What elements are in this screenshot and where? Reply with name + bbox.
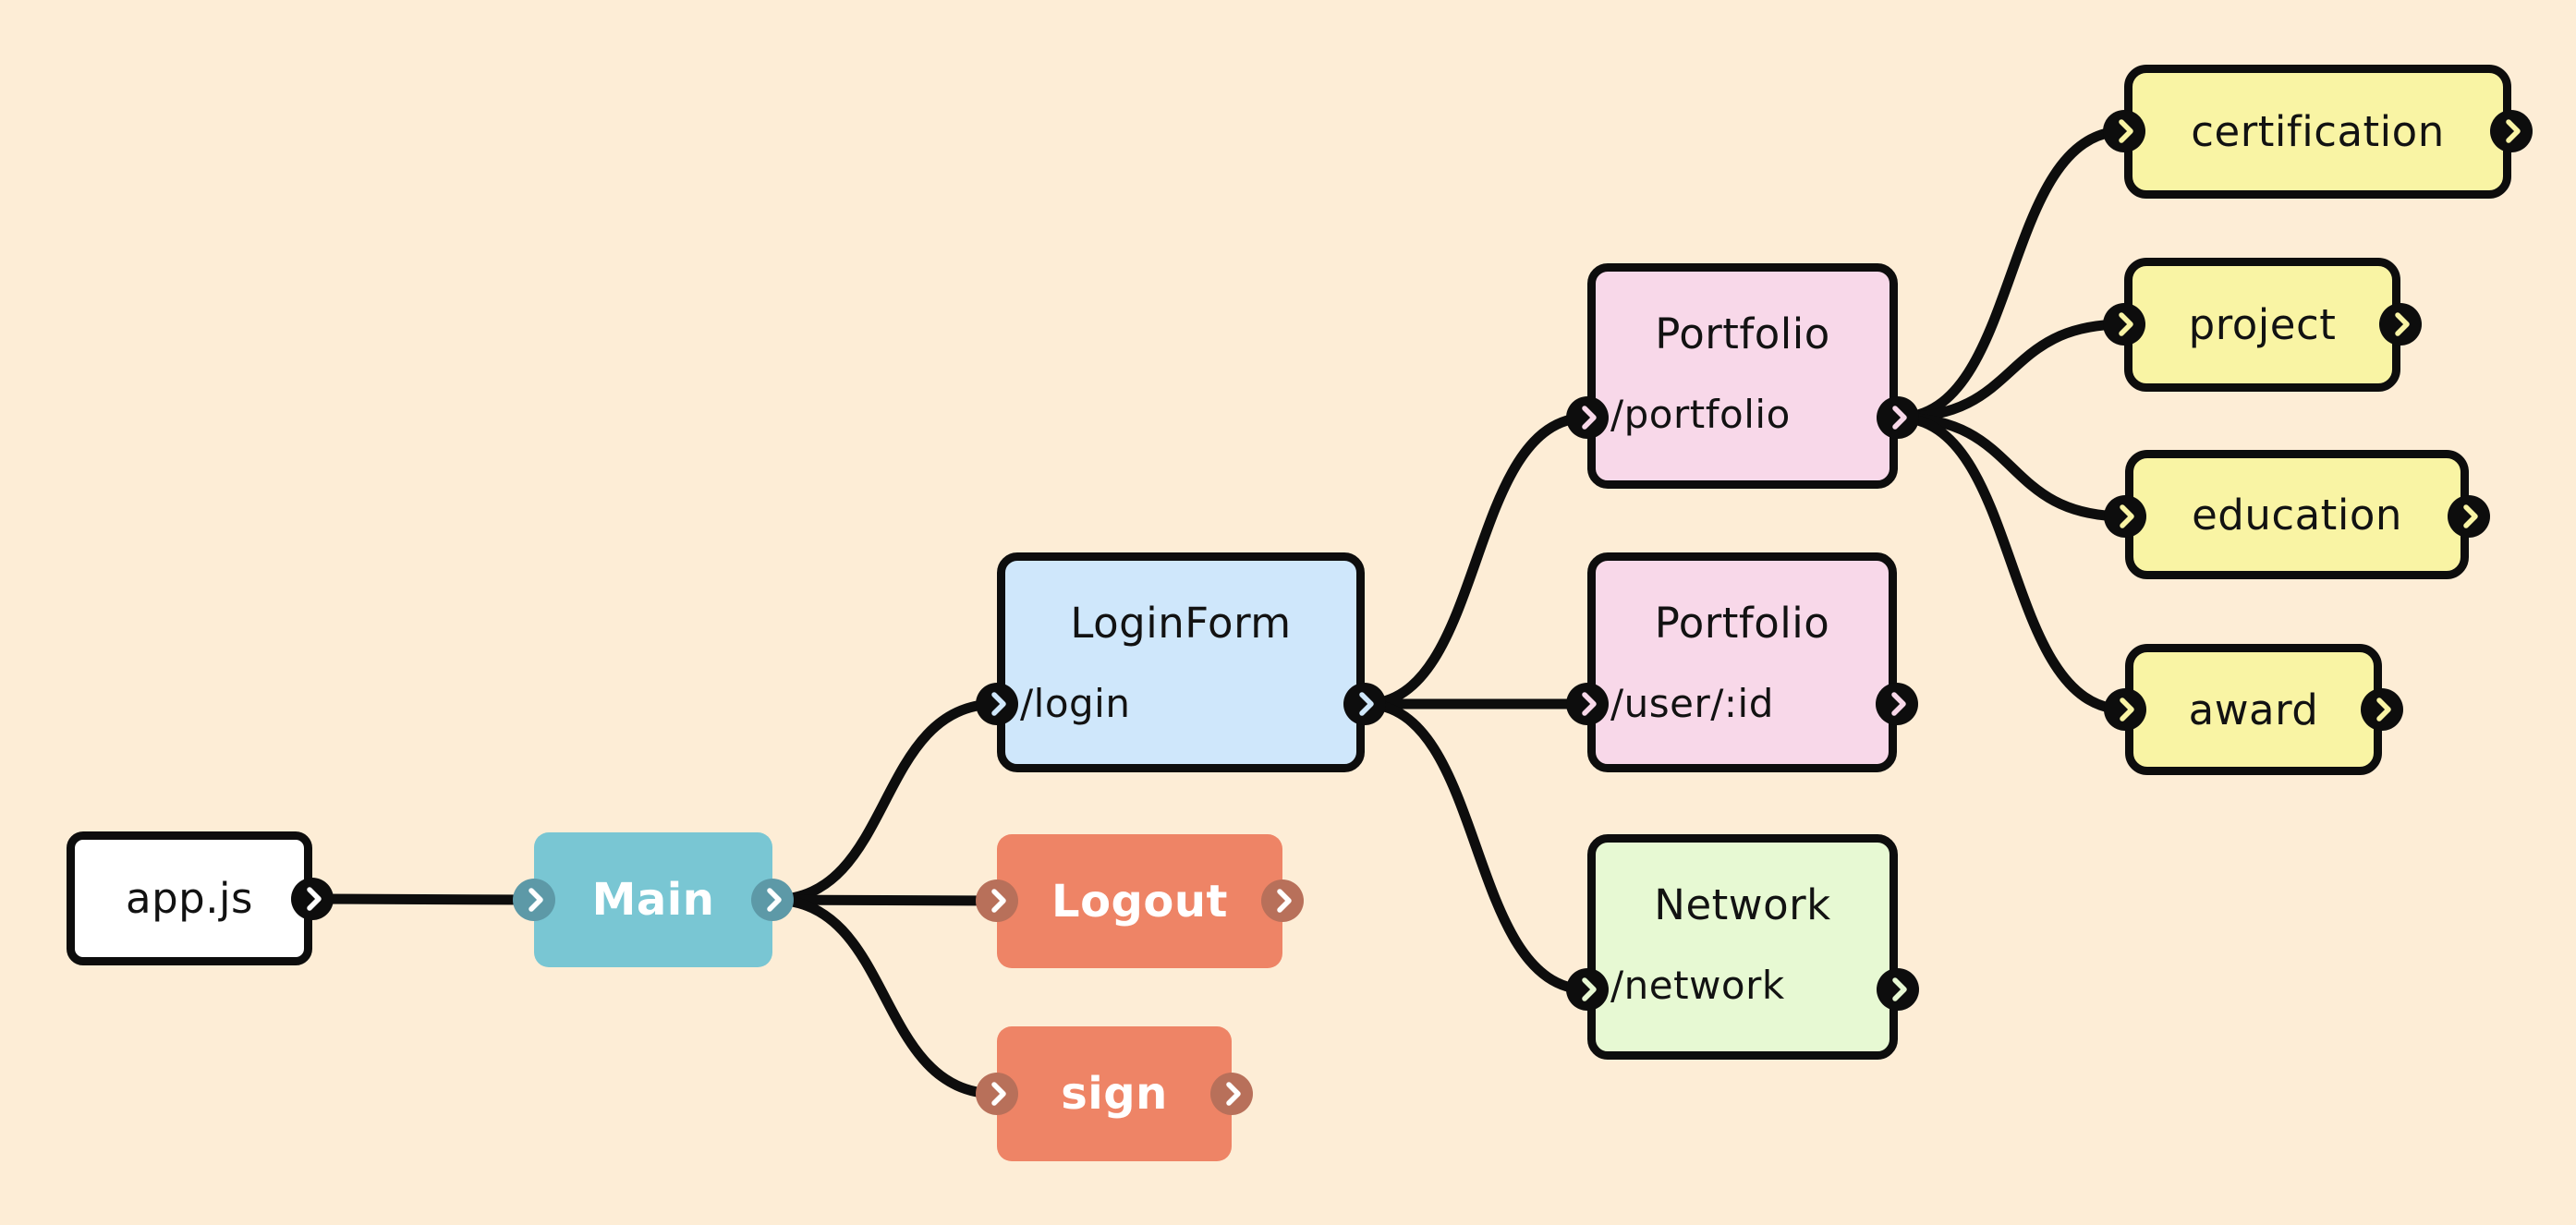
node-label: education bbox=[2192, 490, 2402, 540]
node-network[interactable]: Network /network bbox=[1566, 834, 1919, 1060]
node-output-handle[interactable] bbox=[2379, 303, 2422, 346]
chevron-right-icon bbox=[2120, 697, 2134, 722]
chevron-right-icon bbox=[2119, 312, 2133, 336]
node-route: /user/:id bbox=[1610, 681, 1774, 726]
node-label: project bbox=[2188, 300, 2337, 349]
node-route: /network bbox=[1610, 963, 1785, 1008]
node-label: app.js bbox=[126, 874, 253, 923]
node-app-js[interactable]: app.js bbox=[67, 831, 334, 965]
edge-portfolio-project[interactable] bbox=[1892, 319, 2130, 423]
chevron-right-icon bbox=[1359, 692, 1374, 716]
chevron-right-icon bbox=[991, 692, 1006, 716]
node-output-handle[interactable] bbox=[1210, 1073, 1253, 1115]
chevron-right-icon bbox=[1277, 889, 1292, 913]
edge-main-logout[interactable] bbox=[767, 894, 1002, 906]
node-output-handle[interactable] bbox=[1261, 879, 1304, 922]
node-title: Portfolio bbox=[1654, 599, 1830, 648]
chevron-right-icon bbox=[1226, 1082, 1241, 1106]
chevron-right-icon bbox=[1582, 692, 1597, 716]
node-certification[interactable]: certification bbox=[2103, 65, 2533, 199]
node-label: sign bbox=[1061, 1068, 1168, 1120]
chevron-right-icon bbox=[2463, 504, 2478, 528]
node-logout[interactable]: Logout bbox=[976, 834, 1304, 968]
node-portfolio-user[interactable]: Portfolio /user/:id bbox=[1566, 552, 1918, 772]
node-title: LoginForm bbox=[1070, 599, 1292, 648]
node-input-handle[interactable] bbox=[2104, 688, 2146, 731]
node-education[interactable]: education bbox=[2104, 450, 2490, 579]
node-output-handle[interactable] bbox=[2448, 495, 2490, 538]
node-sign[interactable]: sign bbox=[976, 1026, 1253, 1161]
edge-main-sign[interactable] bbox=[767, 894, 1002, 1099]
chevron-right-icon bbox=[1892, 977, 1907, 1001]
node-label: award bbox=[2188, 685, 2319, 734]
chevron-right-icon bbox=[2119, 119, 2133, 143]
node-output-handle[interactable] bbox=[2361, 688, 2403, 731]
edge-login-form-portfolio[interactable] bbox=[1359, 412, 1593, 710]
node-input-handle[interactable] bbox=[976, 879, 1018, 922]
node-input-handle[interactable] bbox=[2104, 495, 2146, 538]
node-input-handle[interactable] bbox=[1566, 683, 1609, 725]
node-output-handle[interactable] bbox=[291, 878, 334, 920]
chevron-right-icon bbox=[2395, 312, 2410, 336]
chevron-right-icon bbox=[991, 1082, 1006, 1106]
chevron-right-icon bbox=[529, 888, 543, 912]
edge-portfolio-certification[interactable] bbox=[1892, 126, 2130, 423]
edge-portfolio-education[interactable] bbox=[1892, 412, 2131, 522]
node-route: /portfolio bbox=[1610, 392, 1791, 437]
chevron-right-icon bbox=[307, 887, 322, 911]
node-output-handle[interactable] bbox=[1877, 968, 1919, 1011]
node-label: Logout bbox=[1051, 875, 1228, 928]
edge-main-login-form[interactable] bbox=[767, 698, 1002, 905]
node-label: Main bbox=[591, 874, 715, 926]
edge-app-js-main[interactable] bbox=[307, 893, 540, 905]
node-portfolio[interactable]: Portfolio /portfolio bbox=[1566, 263, 1919, 489]
node-route: /login bbox=[1020, 681, 1131, 726]
chevron-right-icon bbox=[991, 889, 1006, 913]
node-title: Network bbox=[1654, 880, 1831, 929]
chevron-right-icon bbox=[1891, 692, 1906, 716]
node-input-handle[interactable] bbox=[976, 683, 1018, 725]
chevron-right-icon bbox=[767, 888, 782, 912]
chevron-right-icon bbox=[1892, 406, 1907, 430]
edge-login-form-network[interactable] bbox=[1359, 698, 1593, 995]
chevron-right-icon bbox=[1582, 977, 1597, 1001]
edge-portfolio-award[interactable] bbox=[1892, 412, 2131, 715]
node-input-handle[interactable] bbox=[976, 1073, 1018, 1115]
node-login-form[interactable]: LoginForm /login bbox=[976, 552, 1386, 772]
node-output-handle[interactable] bbox=[1877, 396, 1919, 439]
chevron-right-icon bbox=[2376, 697, 2391, 722]
node-project[interactable]: project bbox=[2103, 258, 2422, 392]
node-label: certification bbox=[2191, 107, 2445, 156]
node-input-handle[interactable] bbox=[1566, 396, 1609, 439]
node-input-handle[interactable] bbox=[1566, 968, 1609, 1011]
node-input-handle[interactable] bbox=[2103, 303, 2145, 346]
node-output-handle[interactable] bbox=[2490, 110, 2533, 152]
node-input-handle[interactable] bbox=[2103, 110, 2145, 152]
node-output-handle[interactable] bbox=[1876, 683, 1918, 725]
node-title: Portfolio bbox=[1655, 309, 1830, 358]
chevron-right-icon bbox=[2506, 119, 2521, 143]
chevron-right-icon bbox=[2120, 504, 2134, 528]
node-input-handle[interactable] bbox=[513, 879, 555, 921]
node-award[interactable]: award bbox=[2104, 644, 2403, 775]
chevron-right-icon bbox=[1582, 406, 1597, 430]
node-main[interactable]: Main bbox=[513, 832, 794, 967]
node-output-handle[interactable] bbox=[1343, 683, 1386, 725]
node-output-handle[interactable] bbox=[751, 879, 794, 921]
